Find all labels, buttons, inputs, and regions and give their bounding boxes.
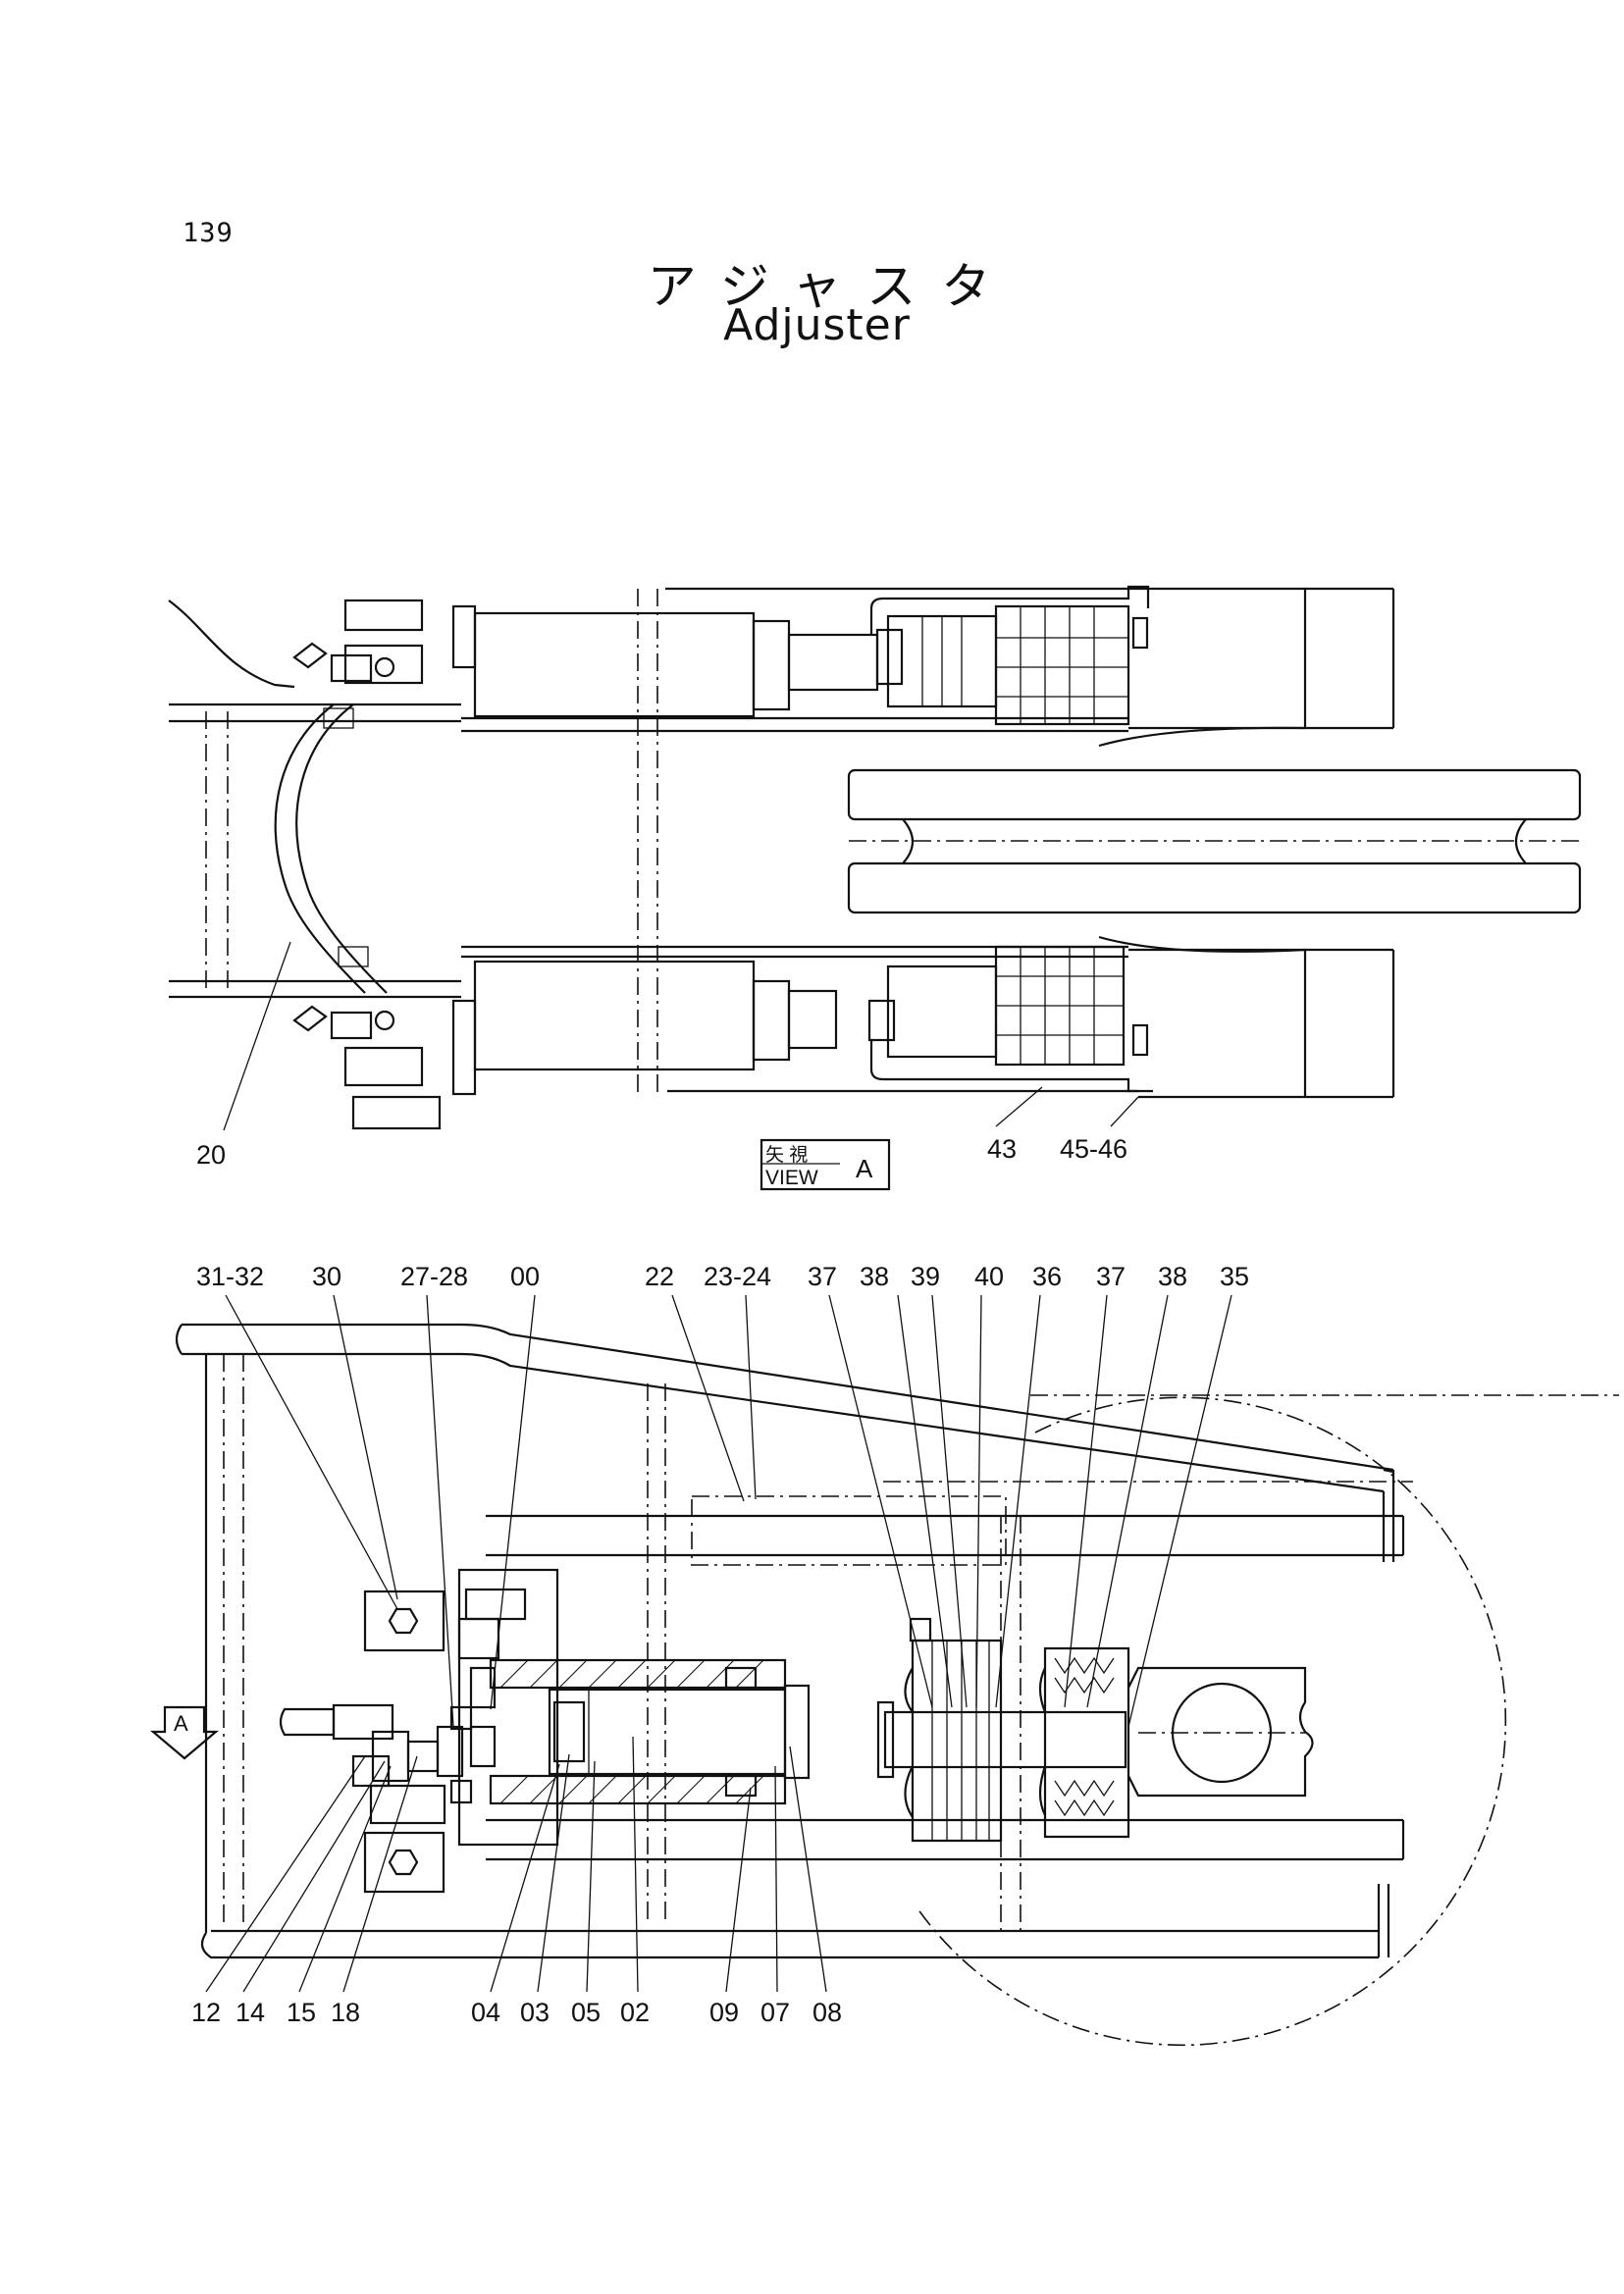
callout-20: 20 [196,1140,226,1170]
view-caption-english: VIEW [765,1167,818,1189]
view-caption-japanese: 矢 視 [765,1144,808,1166]
callout-38: 38 [860,1262,889,1291]
section-diagram [149,1294,1619,2047]
callout-30: 30 [312,1262,341,1291]
callout-43: 43 [987,1134,1017,1164]
view-a-caption: 矢 視 VIEW A [760,1138,891,1191]
callout-03: 03 [520,1998,550,2027]
callout-37b: 37 [1096,1262,1126,1291]
callout-35: 35 [1220,1262,1249,1291]
page-number: 139 [183,218,234,248]
callout-07: 07 [760,1998,790,2027]
callout-22: 22 [645,1262,674,1291]
title-english: Adjuster [723,300,911,350]
callout-18: 18 [331,1998,360,2027]
callout-04: 04 [471,1998,500,2027]
view-a-diagram [168,585,1582,1131]
callout-12: 12 [191,1998,221,2027]
view-caption-letter: A [856,1154,873,1183]
callout-31-32: 31-32 [196,1262,264,1291]
callout-27-28: 27-28 [400,1262,468,1291]
callout-00: 00 [510,1262,540,1291]
section-arrow-label: A [174,1711,188,1736]
callout-37: 37 [808,1262,837,1291]
callout-15: 15 [287,1998,316,2027]
callout-40: 40 [974,1262,1004,1291]
callout-23-24: 23-24 [704,1262,771,1291]
callout-09: 09 [709,1998,739,2027]
callout-02: 02 [620,1998,650,2027]
callout-08: 08 [812,1998,842,2027]
callout-14: 14 [236,1998,265,2027]
callout-05: 05 [571,1998,601,2027]
title-japanese: アジャスタ [647,258,1017,315]
callout-38b: 38 [1158,1262,1187,1291]
callout-45-46: 45-46 [1060,1134,1127,1164]
callout-36: 36 [1032,1262,1062,1291]
callout-39: 39 [911,1262,940,1291]
